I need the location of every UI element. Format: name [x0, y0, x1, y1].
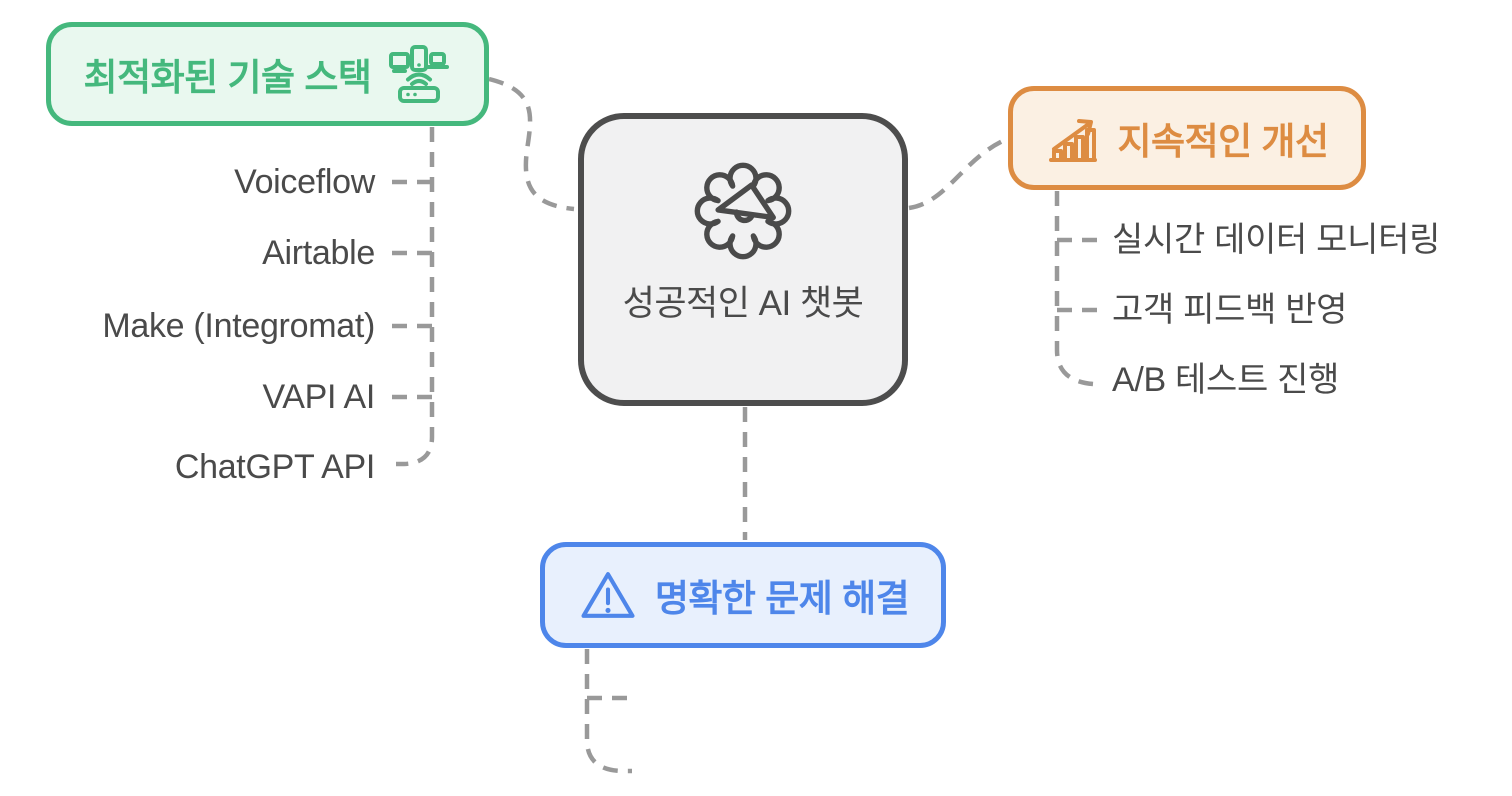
node-problem-solving[interactable]: 명확한 문제 해결: [540, 542, 946, 648]
node-tech-stack[interactable]: 최적화된 기술 스택: [46, 22, 489, 126]
connector-problem-spine: [584, 649, 632, 774]
gear-megaphone-icon: [694, 162, 792, 260]
connector-center-to-improve: [908, 136, 1008, 211]
connector-tech-spine: [396, 127, 435, 467]
leaf-ab-testing[interactable]: A/B 테스트 진행: [1112, 361, 1340, 399]
leaf-make-integromat[interactable]: Make (Integromat): [102, 307, 375, 345]
central-node-label: 성공적인 AI 챗봇: [622, 284, 864, 323]
leaf-voiceflow[interactable]: Voiceflow: [234, 163, 375, 201]
node-central[interactable]: 성공적인 AI 챗봇: [578, 113, 908, 406]
tech-stack-label: 최적화된 기술 스택: [83, 57, 372, 98]
leaf-realtime-monitoring[interactable]: 실시간 데이터 모니터링: [1112, 221, 1441, 259]
warning-triangle-icon: [581, 572, 635, 618]
connector-tech-to-center: [488, 76, 575, 212]
improvement-label: 지속적인 개선: [1117, 121, 1329, 162]
bar-chart-growth-icon: [1049, 119, 1098, 162]
devices-icon: [389, 45, 450, 103]
leaf-airtable[interactable]: Airtable: [262, 234, 375, 272]
problem-solving-label: 명확한 문제 해결: [654, 578, 910, 619]
leaf-chatgpt-api[interactable]: ChatGPT API: [174, 448, 375, 486]
node-improvement[interactable]: 지속적인 개선: [1008, 86, 1366, 190]
leaf-customer-feedback[interactable]: 고객 피드백 반영: [1112, 291, 1348, 329]
leaf-vapi-ai[interactable]: VAPI AI: [262, 378, 375, 416]
connector-improve-spine: [1054, 191, 1094, 387]
